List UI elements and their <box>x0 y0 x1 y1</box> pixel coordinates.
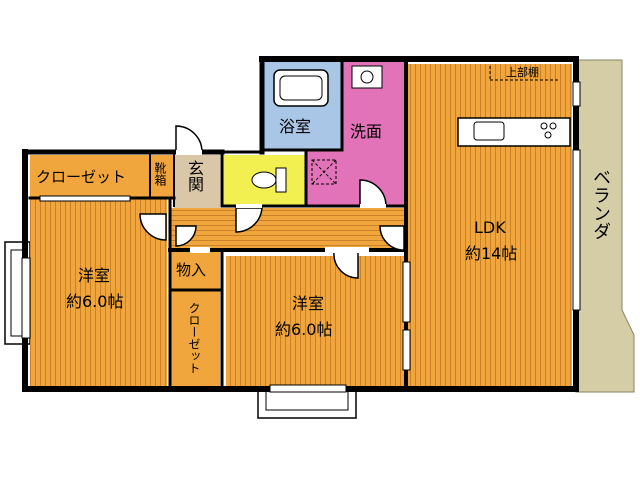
storage-floor <box>170 250 220 290</box>
western-room-center-size: 約6.0帖 <box>275 320 333 339</box>
western-room-center-floor <box>226 256 406 386</box>
upper-shelf-label: 上部棚 <box>506 66 539 79</box>
bath-label: 浴室 <box>279 117 312 136</box>
ldk-name-label: LDK <box>474 218 506 237</box>
entrance-label: 玄関 <box>185 160 204 192</box>
closet-top-label: クローゼット <box>36 168 127 186</box>
western-room-left-name: 洋室 <box>78 266 111 285</box>
door-openings <box>176 150 386 253</box>
toilet-bowl <box>251 171 277 189</box>
toilet-tank <box>275 167 287 193</box>
closet-top-floor <box>30 155 150 198</box>
closet-vertical-floor <box>170 290 220 386</box>
western-room-center-name: 洋室 <box>292 294 325 313</box>
closet-vertical-label: クローゼット <box>187 302 201 374</box>
kitchen-sink <box>473 121 505 141</box>
hallway-floor <box>170 208 406 250</box>
western-room-left-size: 約6.0帖 <box>66 292 124 311</box>
utility-floor <box>306 150 342 206</box>
shoe-box-label: 靴箱 <box>153 162 167 186</box>
ldk-size-label: 約14帖 <box>465 244 518 263</box>
entrance-floor <box>174 155 220 208</box>
storage-label: 物入 <box>176 261 207 279</box>
washroom-label: 洗面 <box>350 122 383 141</box>
doors <box>139 125 405 279</box>
washing-machine-pan <box>311 159 337 185</box>
stove-burner <box>540 122 548 130</box>
shoe-box-floor <box>150 155 174 198</box>
windows <box>21 81 581 393</box>
balcony-label: ベランダ <box>590 168 611 240</box>
